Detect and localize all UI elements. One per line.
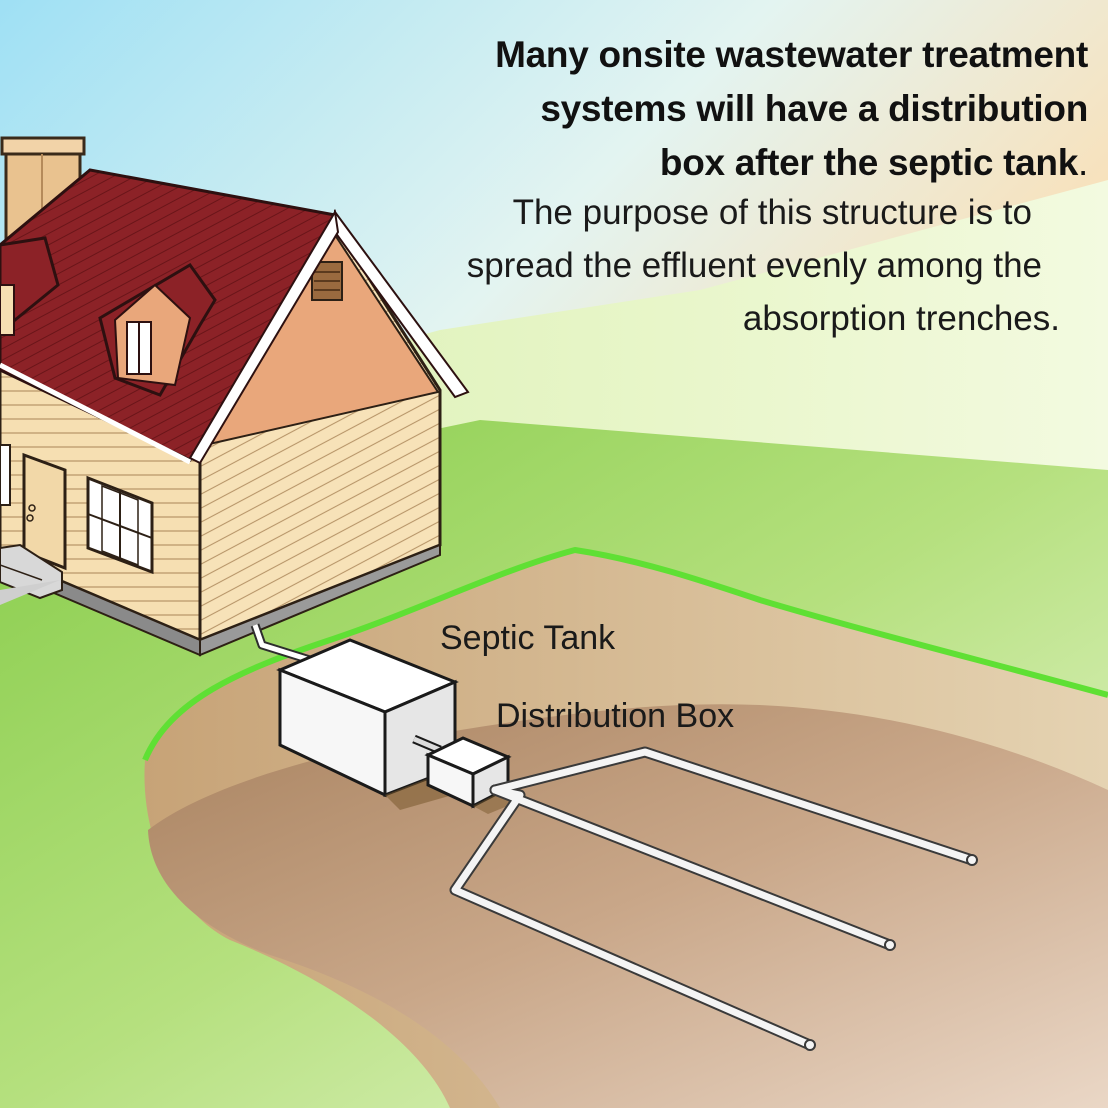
distribution-box-label: Distribution Box xyxy=(496,697,735,735)
pipe-end xyxy=(966,854,978,866)
pipe-end xyxy=(884,939,896,951)
description-line-3: absorption trenches. xyxy=(742,299,1060,338)
description-line-2: spread the effluent evenly among the xyxy=(466,246,1042,285)
house xyxy=(0,136,470,657)
distribution-pipes xyxy=(449,746,978,1051)
excavation-edge xyxy=(142,546,1108,762)
headline: Many onsite wastewater treatment systems … xyxy=(388,28,1088,190)
excavation-floor xyxy=(148,704,1108,1108)
description-line-1: The purpose of this structure is to xyxy=(512,193,1032,232)
headline-line-1: Many onsite wastewater treatment xyxy=(495,34,1088,75)
headline-line-2: systems will have a distribution xyxy=(540,88,1088,129)
septic-tank-label: Septic Tank xyxy=(440,619,616,657)
headline-period: . xyxy=(1078,142,1088,183)
description: The purpose of this structure is to spre… xyxy=(420,186,1080,345)
pipe-end xyxy=(804,1039,816,1051)
front-door xyxy=(22,452,67,571)
outlet-pipe xyxy=(250,623,312,665)
headline-line-3: box after the septic tank xyxy=(659,142,1079,183)
